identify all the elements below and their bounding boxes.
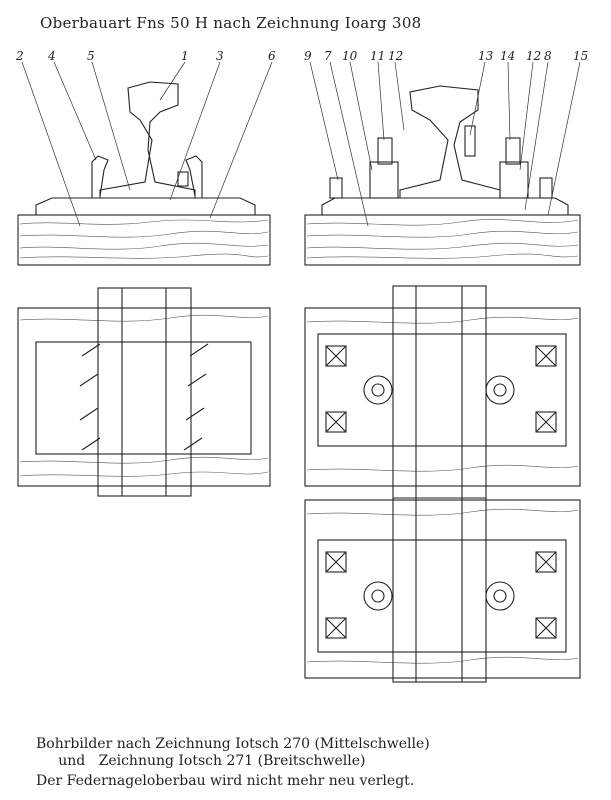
sleeper-plan-left xyxy=(17,307,271,487)
clamp-plate xyxy=(464,125,476,157)
section-right xyxy=(304,61,581,266)
label-12a: 12 xyxy=(388,49,403,63)
rib-right xyxy=(499,161,529,199)
plan-right xyxy=(304,285,581,683)
t-bolt-left xyxy=(377,137,393,165)
t-bolt-right xyxy=(505,137,521,165)
rail-plan-left xyxy=(97,287,192,497)
baseplate-left xyxy=(35,197,256,216)
baseplate-plan-left xyxy=(35,341,252,455)
sleeper-right xyxy=(304,214,581,266)
rail-left xyxy=(99,81,196,199)
label-11: 11 xyxy=(370,49,385,63)
label-6: 6 xyxy=(268,49,276,63)
caption-drilling-patterns: Bohrbilder nach Zeichnung Iotsch 270 (Mi… xyxy=(36,736,430,752)
screw-right xyxy=(539,177,553,199)
label-8: 8 xyxy=(544,49,552,63)
label-15: 15 xyxy=(573,49,588,63)
spring-clip-left xyxy=(91,155,109,198)
label-14: 14 xyxy=(500,49,515,63)
drawing-title: Oberbauart Fns 50 H nach Zeichnung Ioarg… xyxy=(40,14,422,32)
part-labels: 2 4 5 1 3 6 9 7 10 11 12 13 14 12 8 15 xyxy=(15,49,588,63)
sleeper-plan-right-bottom xyxy=(304,499,581,679)
label-2: 2 xyxy=(15,49,24,63)
rail-plan-right xyxy=(392,285,487,683)
label-13: 13 xyxy=(478,49,494,63)
sleeper-plan-right-top xyxy=(304,307,581,487)
section-left xyxy=(17,61,273,266)
spring-clip-right xyxy=(185,155,203,198)
caption-note: Der Federnageloberbau wird nicht mehr ne… xyxy=(36,773,415,789)
label-4: 4 xyxy=(47,49,56,63)
label-1: 1 xyxy=(181,49,189,63)
rail-right xyxy=(399,85,501,199)
label-12b: 12 xyxy=(526,49,541,63)
ribbed-plate-plan-top xyxy=(317,333,567,447)
nail-head xyxy=(177,171,189,187)
label-3: 3 xyxy=(216,49,224,63)
screw-left xyxy=(329,177,343,199)
label-7: 7 xyxy=(324,49,332,63)
caption-drilling-patterns-2: und Zeichnung Iotsch 271 (Breitschwelle) xyxy=(36,753,366,769)
label-5: 5 xyxy=(87,49,95,63)
label-10: 10 xyxy=(342,49,358,63)
ribbed-plate-plan-bottom xyxy=(317,539,567,653)
rib-left xyxy=(369,161,399,199)
ribbed-plate xyxy=(321,197,569,216)
label-9: 9 xyxy=(304,49,312,63)
plan-left xyxy=(17,287,271,497)
